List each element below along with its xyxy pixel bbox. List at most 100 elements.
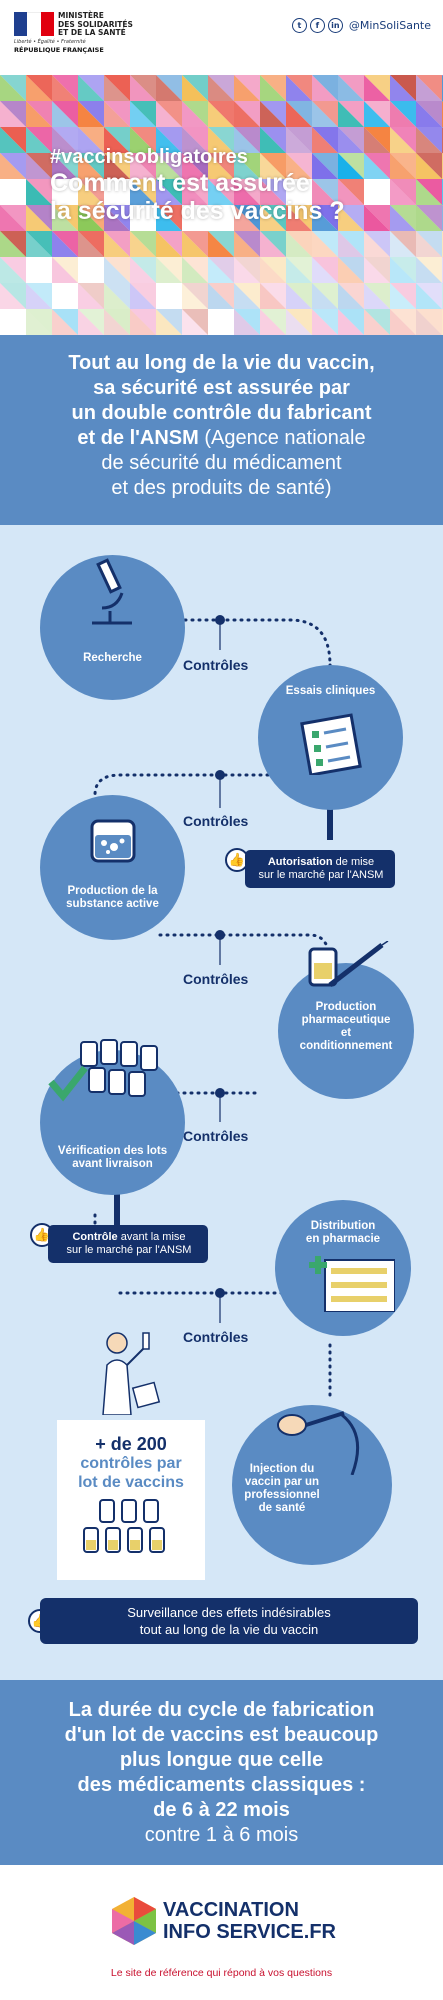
mosaic-tile — [208, 75, 234, 101]
mosaic-tile — [0, 283, 26, 309]
mosaic-tile — [104, 283, 130, 309]
mosaic-tile — [130, 75, 156, 101]
mosaic-tile — [234, 309, 260, 335]
mosaic-tile — [182, 75, 208, 101]
mosaic-tile — [338, 257, 364, 283]
mosaic-tile — [260, 205, 286, 231]
mosaic-tile — [312, 231, 338, 257]
mosaic-tile — [390, 257, 416, 283]
mosaic-tile — [390, 257, 416, 283]
mosaic-tile — [234, 101, 260, 127]
mosaic-tile — [182, 127, 208, 153]
social-handle[interactable]: @MinSoliSante — [348, 19, 431, 32]
mosaic-tile — [52, 257, 78, 283]
mosaic-tile — [260, 127, 286, 153]
mosaic-tile — [26, 231, 52, 257]
mosaic-tile — [286, 75, 312, 101]
mosaic-tile — [338, 283, 364, 309]
mosaic-tile — [338, 205, 364, 231]
pharmacy-icon — [309, 1256, 395, 1312]
linkedin-icon[interactable]: in — [327, 18, 343, 33]
intro-line: Tout au long de la vie du vaccin, — [68, 352, 375, 374]
mosaic-tile — [156, 127, 182, 153]
mosaic-tile — [208, 283, 234, 309]
mosaic-tile — [78, 179, 104, 205]
mosaic-tile — [234, 283, 260, 309]
mosaic-tile — [364, 309, 390, 335]
mosaic-tile — [416, 101, 442, 127]
mosaic-tile — [416, 309, 442, 335]
mosaic-tile — [182, 283, 208, 309]
header: MINISTÈRE DES SOLIDARITÉS ET DE LA SANTÉ… — [0, 0, 443, 335]
step-injection: Injection du vaccin par un professionnel… — [232, 1405, 392, 1565]
mosaic-tile — [416, 257, 442, 283]
mosaic-tile — [78, 283, 104, 309]
intro-line: un double contrôle du fabricant — [71, 402, 372, 424]
mosaic-tile — [416, 179, 442, 205]
mosaic-tile — [78, 127, 104, 153]
mosaic-tile — [130, 309, 156, 335]
mosaic-tile — [312, 179, 338, 205]
mosaic-tile — [390, 101, 416, 127]
mosaic-tile — [416, 283, 442, 309]
mosaic-tile — [104, 127, 130, 153]
mosaic-tile — [338, 127, 364, 153]
mosaic-tile — [208, 153, 234, 179]
intro-line: et des produits de santé) — [111, 477, 332, 499]
mosaic-tile — [390, 283, 416, 309]
mosaic-tile — [182, 231, 208, 257]
mosaic-tile — [312, 309, 338, 335]
mosaic-tile — [208, 179, 234, 205]
conclusion-section: La durée du cycle de fabrication d'un lo… — [0, 1680, 443, 1865]
controls-label: Contrôles — [183, 1329, 249, 1345]
mosaic-tile — [156, 257, 182, 283]
mosaic-tile — [416, 231, 442, 257]
mosaic-tile — [312, 75, 338, 101]
mosaic-tile — [260, 101, 286, 127]
mosaic-tile — [26, 101, 52, 127]
mosaic-tile — [156, 309, 182, 335]
controls-label: Contrôles — [183, 971, 249, 987]
mosaic-tile — [130, 153, 156, 179]
mosaic-tile — [130, 283, 156, 309]
mosaic-tile — [130, 231, 156, 257]
mosaic-tile — [78, 205, 104, 231]
facebook-icon[interactable]: f — [309, 18, 325, 33]
mosaic-tile — [234, 257, 260, 283]
vaccination-info-service-logo[interactable] — [108, 1895, 160, 1947]
brand-name[interactable]: VACCINATION INFO SERVICE.FR — [163, 1899, 336, 1943]
mosaic-tile — [52, 257, 78, 283]
mosaic-tile — [390, 309, 416, 335]
mosaic-tile — [104, 257, 130, 283]
mosaic-tile — [390, 205, 416, 231]
mosaic-tile — [182, 309, 208, 335]
mosaic-tile — [156, 257, 182, 283]
scientist-icon — [102, 1332, 161, 1415]
mosaic-tile — [182, 283, 208, 309]
mosaic-tile — [0, 101, 26, 127]
mosaic-tile — [364, 153, 390, 179]
mosaic-tile — [234, 75, 260, 101]
mosaic-tile — [78, 309, 104, 335]
clinical-document-icon — [300, 713, 362, 775]
mosaic-tile — [52, 231, 78, 257]
mosaic-tile — [260, 75, 286, 101]
twitter-icon[interactable]: t — [291, 18, 307, 33]
mosaic-tile — [338, 309, 364, 335]
injection-icon — [277, 1411, 360, 1475]
mosaic-tile — [52, 153, 78, 179]
mosaic-tile — [234, 283, 260, 309]
mosaic-tile — [104, 153, 130, 179]
mosaic-tile — [286, 153, 312, 179]
ministry-name: MINISTÈRE DES SOLIDARITÉS ET DE LA SANTÉ — [58, 11, 133, 37]
question-title-line2: la sécurité des vaccins ? — [50, 197, 345, 225]
question-title-line1: Comment est assurée — [50, 169, 310, 197]
mosaic-tile — [156, 309, 182, 335]
mosaic-tile — [0, 153, 26, 179]
mosaic-tile — [364, 257, 390, 283]
step-essais-cliniques: Essais cliniques — [258, 665, 403, 810]
mosaic-tile — [338, 75, 364, 101]
